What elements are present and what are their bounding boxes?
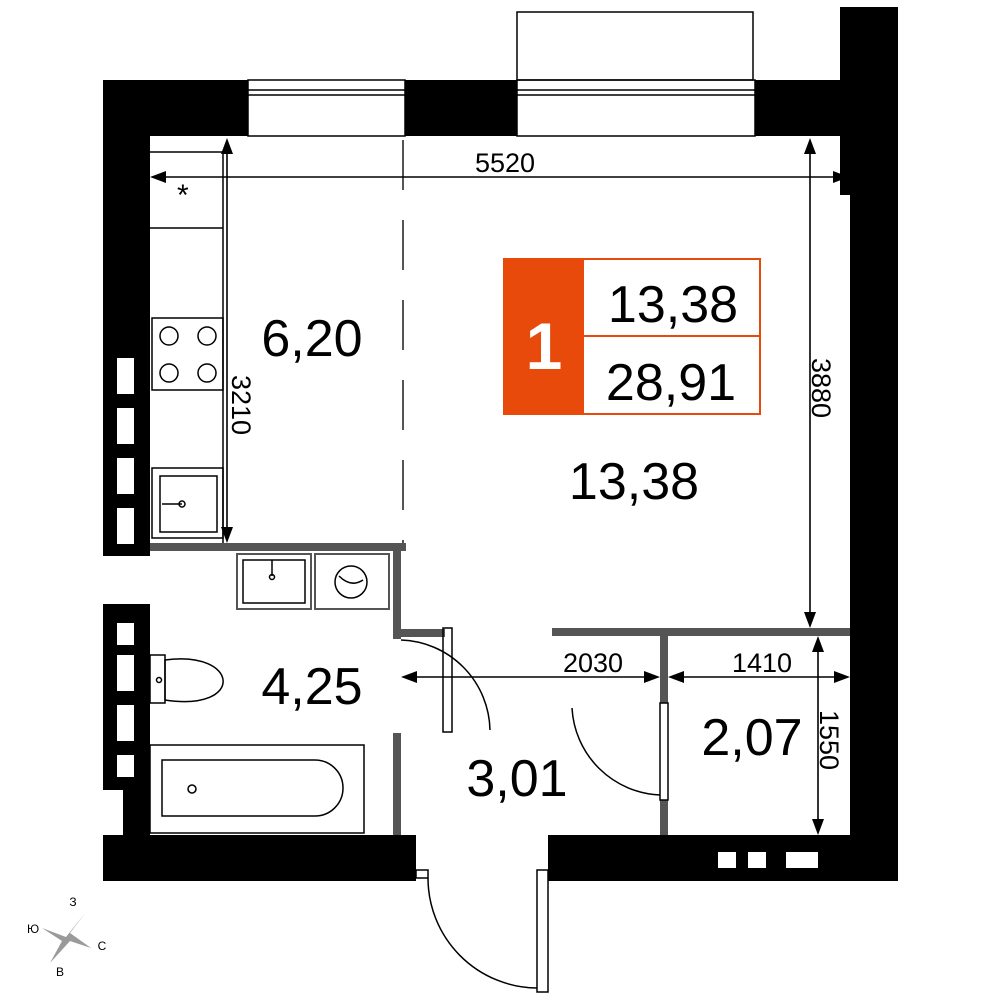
door-storage — [571, 702, 669, 801]
washbasin — [236, 553, 312, 610]
window-slot — [117, 508, 134, 544]
compass-east: С — [98, 939, 107, 953]
wall-slot — [786, 852, 818, 868]
window-slot — [103, 790, 123, 835]
dim-hallway-width: 2030 — [563, 648, 623, 678]
wall-left-upper — [103, 136, 150, 350]
wall-right-column — [840, 7, 898, 195]
compass-star-icon — [42, 912, 91, 963]
partition-stub-left — [393, 629, 445, 637]
bathroom-fixtures — [149, 553, 390, 834]
partition-storage-left-lower — [660, 800, 668, 835]
kitchen-area-label: 6,20 — [261, 310, 362, 368]
window-slot — [117, 655, 134, 691]
window-slot — [117, 705, 134, 741]
badge-accent — [504, 259, 584, 414]
wall-slot — [718, 852, 736, 868]
wall-top-left — [103, 80, 248, 136]
dim-kitchen-depth: 3210 — [226, 375, 256, 435]
window-kitchen — [247, 79, 406, 137]
kitchen-unit: * — [150, 151, 224, 543]
wall-right — [850, 195, 898, 881]
compass: З Ю С В — [27, 895, 107, 979]
compass-west: Ю — [27, 922, 39, 936]
apartment-badge: 1 13,38 28,91 — [503, 258, 761, 415]
compass-north: З — [69, 895, 76, 909]
partition-storage-left-upper — [660, 628, 668, 703]
window-slot — [103, 556, 150, 604]
bottom-wall-slots — [718, 852, 818, 868]
partitions — [150, 140, 850, 835]
dim-storage-width: 1410 — [732, 648, 792, 678]
hallway-area-label: 3,01 — [466, 750, 567, 808]
window-slot — [117, 358, 134, 394]
door-entrance — [415, 869, 549, 993]
badge-total-area: 28,91 — [606, 354, 736, 412]
wall-slot — [748, 852, 766, 868]
washing-machine-drum — [334, 565, 368, 599]
window-slot — [117, 623, 134, 645]
dim-living-depth: 3880 — [806, 358, 836, 418]
doors — [400, 627, 669, 993]
windows — [247, 11, 756, 137]
dimension-labels: 5520 3210 3880 2030 1410 1550 — [226, 148, 844, 770]
storage-area-label: 2,07 — [701, 709, 802, 767]
dim-storage-depth: 1550 — [814, 710, 844, 770]
dim-total-width: 5520 — [475, 148, 535, 178]
partition-living-bottom — [552, 628, 850, 636]
left-wall-windows — [103, 358, 150, 835]
window-slot — [117, 755, 134, 777]
bathroom-area-label: 4,25 — [261, 658, 362, 716]
kitchen-sink — [151, 467, 224, 539]
wall-bottom-left — [103, 835, 416, 881]
room-areas: 6,20 13,38 4,25 3,01 2,07 — [261, 310, 802, 808]
dimension-lines — [150, 138, 850, 835]
partition-kitchen-bath — [150, 543, 406, 551]
stove — [151, 317, 224, 391]
compass-south: В — [56, 965, 64, 979]
toilet — [149, 654, 224, 704]
badge-room-count: 1 — [526, 309, 563, 383]
wall-top-middle — [405, 80, 517, 136]
window-slot — [117, 458, 134, 494]
partition-bath-right-upper — [393, 543, 401, 639]
balcony — [516, 11, 754, 81]
door-bathroom — [400, 627, 491, 733]
exterior-walls — [103, 7, 898, 881]
washing-machine — [314, 553, 390, 610]
badge-living-area: 13,38 — [608, 276, 738, 334]
living-room-area-label: 13,38 — [569, 453, 699, 511]
bathtub — [149, 744, 365, 834]
partition-bath-right-lower — [393, 733, 401, 835]
window-slot — [117, 408, 134, 444]
window-living — [516, 79, 756, 137]
ventilation-symbol: * — [177, 179, 189, 212]
